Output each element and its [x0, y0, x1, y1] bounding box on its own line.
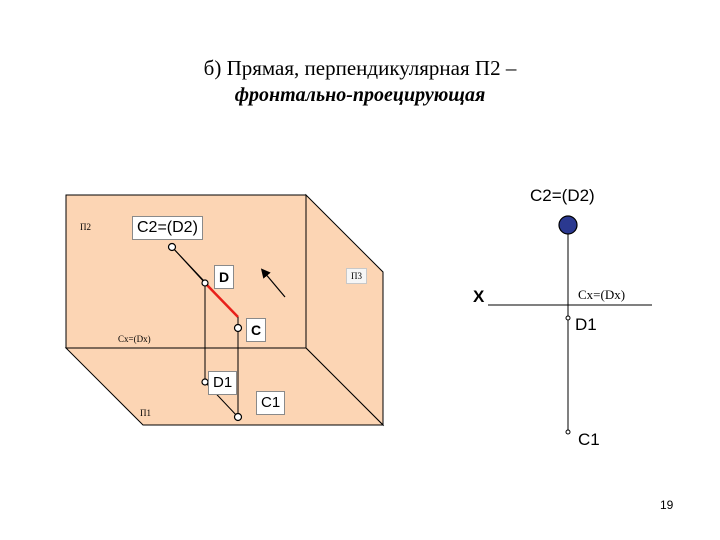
axis-point-label: Cx=(Dx) — [118, 334, 151, 344]
slide-title-line2: фронтально-проецирующая — [234, 84, 486, 106]
epure-point-c1 — [565, 429, 571, 435]
slide-title-line1: б) Прямая, перпендикулярная П2 – — [203, 56, 517, 80]
epure-point-c2-d2 — [558, 215, 578, 235]
label-c2-d2: C2=(D2) — [132, 216, 203, 240]
plane-pi3-label: П3 — [346, 268, 367, 284]
epure — [488, 215, 652, 435]
epure-label-c1: C1 — [578, 430, 600, 449]
plane-pi2-label: П2 — [80, 222, 91, 232]
page-number: 19 — [660, 498, 674, 512]
projecting-line-c2-d1 — [171, 246, 206, 284]
epure-point-d1 — [565, 315, 571, 321]
segment-cd — [204, 282, 239, 318]
plane-pi1-label: П1 — [140, 408, 151, 418]
label-c1: C1 — [256, 391, 286, 415]
label-d: D — [214, 265, 235, 289]
label-c: C — [246, 318, 267, 342]
label-d1: D1 — [208, 371, 238, 395]
epure-label-c2-d2: C2=(D2) — [530, 186, 595, 205]
direction-arrow — [260, 268, 286, 298]
point-c2-d2 — [167, 242, 177, 252]
point-d — [201, 279, 209, 287]
point-c — [233, 323, 243, 333]
epure-label-d1: D1 — [575, 315, 597, 334]
point-c1 — [233, 412, 243, 422]
epure-axis-point-label: Cx=(Dx) — [578, 287, 626, 302]
epure-axis-label: X — [473, 287, 485, 306]
